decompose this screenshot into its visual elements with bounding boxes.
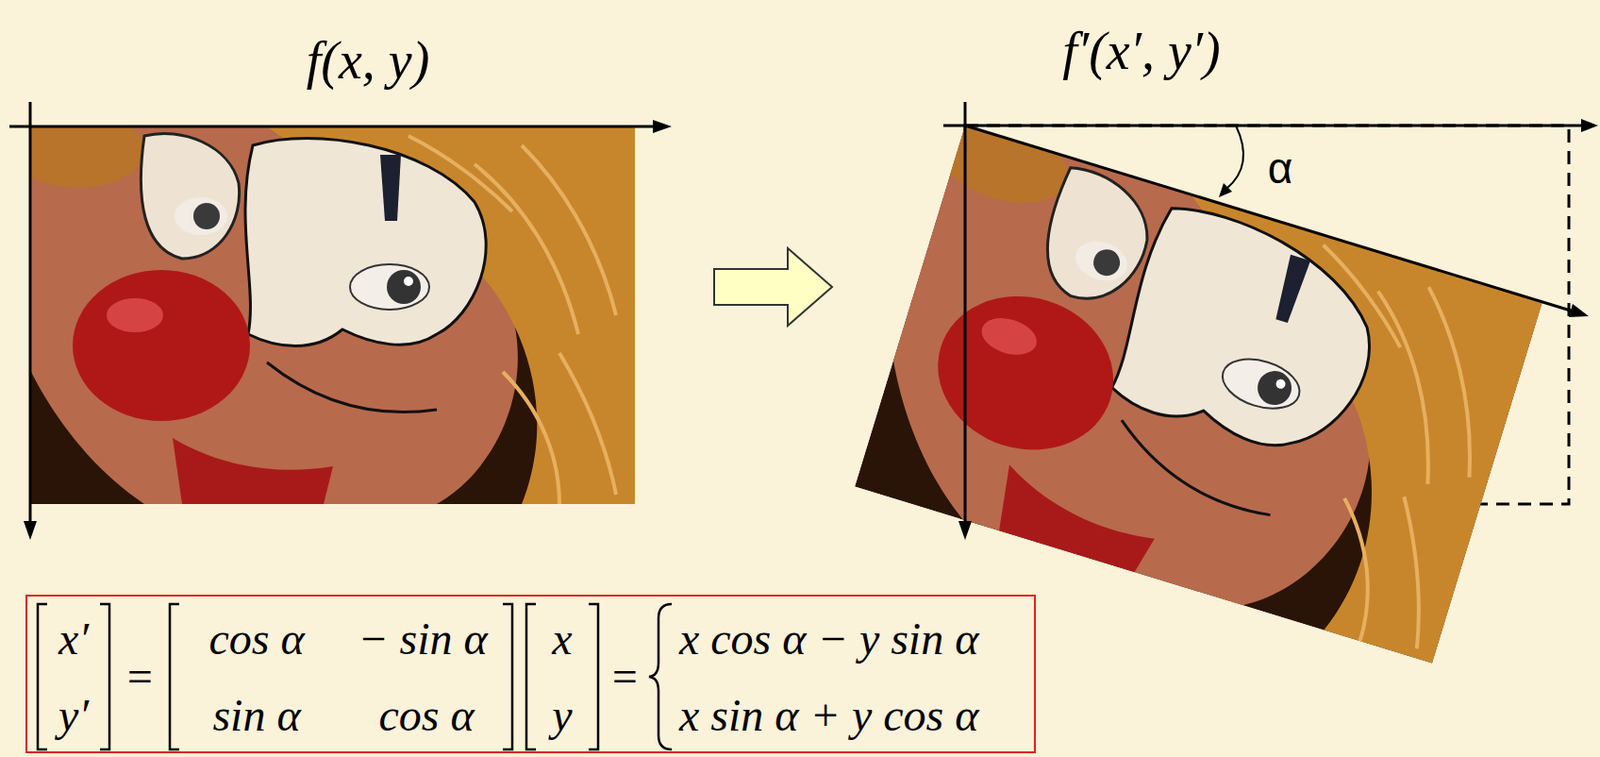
formula-result: x sin α + y cos α <box>679 692 979 738</box>
illustration-part <box>1226 125 1244 189</box>
illustration-part <box>502 603 513 750</box>
formula-term: sin α <box>212 692 300 738</box>
transform-arrow <box>714 248 833 326</box>
illustration-part <box>9 125 657 129</box>
source-image <box>12 112 635 504</box>
formula-term: x′ <box>58 616 89 662</box>
formula-term: − sin α <box>357 616 488 662</box>
formula-term: = <box>609 653 640 700</box>
angle-marker <box>1218 125 1244 198</box>
angle-label: α <box>1267 146 1294 190</box>
formula-term: = <box>124 653 155 700</box>
illustration-part <box>588 603 599 750</box>
illustration-part <box>100 603 110 750</box>
illustration-part <box>526 603 536 750</box>
rotated-image <box>836 106 1547 664</box>
illustration-part <box>652 119 672 134</box>
illustration-part <box>1568 303 1589 317</box>
image-function-label: f(x, y) <box>306 33 431 87</box>
source-axes <box>9 101 672 540</box>
illustration-part <box>964 101 967 525</box>
illustration-part <box>1218 183 1233 198</box>
formula-term: cos α <box>378 692 474 738</box>
formula-term: x <box>551 616 572 662</box>
illustration-part <box>23 520 37 540</box>
formula-term: cos α <box>208 616 304 662</box>
formula-box: x′ y′ = cos α − sin α sin α cos α xy = x cos α − … <box>25 594 1036 753</box>
illustration-part <box>169 603 180 750</box>
formula-term: y′ <box>58 692 89 738</box>
illustration-part <box>943 124 1585 128</box>
illustration-part <box>37 603 48 750</box>
formula-result: x cos α − y sin α <box>679 616 979 662</box>
illustration-part <box>649 603 672 750</box>
rotated-function-label: f′(x′, y′) <box>1062 24 1220 78</box>
illustration-part <box>965 125 1574 312</box>
rotated-axes <box>943 101 1599 540</box>
illustration-part <box>1581 118 1599 133</box>
illustration-part <box>29 101 33 525</box>
matrix-brackets <box>37 603 672 750</box>
formula-term: y <box>551 692 572 738</box>
illustration-part <box>958 520 972 540</box>
